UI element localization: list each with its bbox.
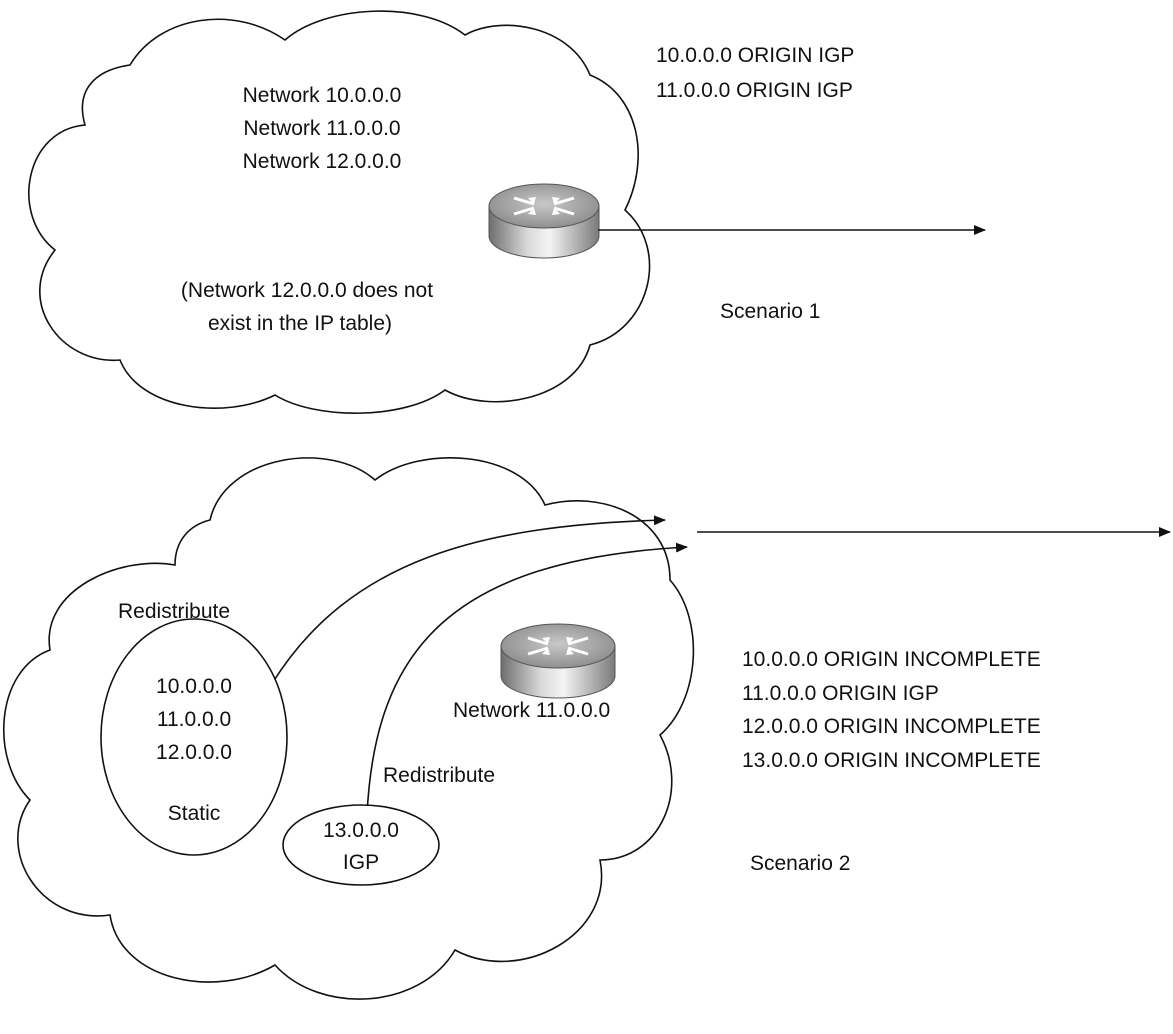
scenario2-redistribute-label: Redistribute bbox=[383, 764, 495, 787]
scenario2-network-label: Network 11.0.0.0 bbox=[453, 699, 610, 722]
scenario1-advertised-route: 10.0.0.0 ORIGIN IGP bbox=[656, 44, 854, 67]
scenario2-igp-ellipse bbox=[282, 804, 440, 886]
scenario1-note-line: (Network 12.0.0.0 does not bbox=[181, 279, 433, 302]
scenario1-cloud bbox=[28, 10, 651, 414]
scenario2-static-redistribute-arrow bbox=[272, 515, 666, 683]
scenario2-advertised-route: 12.0.0.0 ORIGIN INCOMPLETE bbox=[742, 715, 1041, 738]
scenario1-network-line: Network 11.0.0.0 bbox=[243, 117, 400, 140]
scenario1-label: Scenario 1 bbox=[720, 300, 820, 323]
scenario1-advertised-route: 11.0.0.0 ORIGIN IGP bbox=[656, 79, 853, 102]
scenario2-advertised-route: 11.0.0.0 ORIGIN IGP bbox=[742, 682, 939, 705]
scenario2-advertised-routes: 10.0.0.0 ORIGIN INCOMPLETE 11.0.0.0 ORIG… bbox=[742, 648, 1041, 772]
scenario1-network-line: Network 12.0.0.0 bbox=[243, 150, 402, 173]
scenario1-network-list: Network 10.0.0.0 Network 11.0.0.0 Networ… bbox=[243, 84, 402, 173]
scenario2-advertised-route: 10.0.0.0 ORIGIN INCOMPLETE bbox=[742, 648, 1041, 671]
scenario2-igp-route: 13.0.0.0 bbox=[323, 819, 399, 842]
scenario1-note-line: exist in the IP table) bbox=[208, 312, 392, 335]
scenario2-static-route: 12.0.0.0 bbox=[156, 741, 232, 764]
scenario1-advertised-routes: 10.0.0.0 ORIGIN IGP 11.0.0.0 ORIGIN IGP bbox=[656, 44, 854, 102]
scenario2-router-icon bbox=[500, 623, 616, 699]
scenario2-label: Scenario 2 bbox=[750, 852, 850, 875]
scenario1-network-line: Network 10.0.0.0 bbox=[243, 84, 402, 107]
scenario2-static-routes: 10.0.0.0 11.0.0.0 12.0.0.0 bbox=[156, 675, 232, 764]
scenario2-igp-redistribute-arrow bbox=[366, 542, 688, 816]
scenario1-note: (Network 12.0.0.0 does not exist in the … bbox=[181, 279, 433, 335]
scenario2-static-ellipse bbox=[100, 618, 288, 856]
scenario1-router-icon bbox=[488, 183, 600, 259]
scenario2-advertised-route: 13.0.0.0 ORIGIN INCOMPLETE bbox=[742, 749, 1041, 772]
scenario2-static-label: Static bbox=[168, 802, 221, 825]
scenario2-cloud bbox=[3, 457, 695, 1000]
scenario2-static-route: 11.0.0.0 bbox=[157, 708, 231, 731]
scenario2-redistribute-label: Redistribute bbox=[118, 600, 230, 623]
scenario2-igp-label: IGP bbox=[343, 851, 379, 874]
scenario2-static-route: 10.0.0.0 bbox=[156, 675, 232, 698]
